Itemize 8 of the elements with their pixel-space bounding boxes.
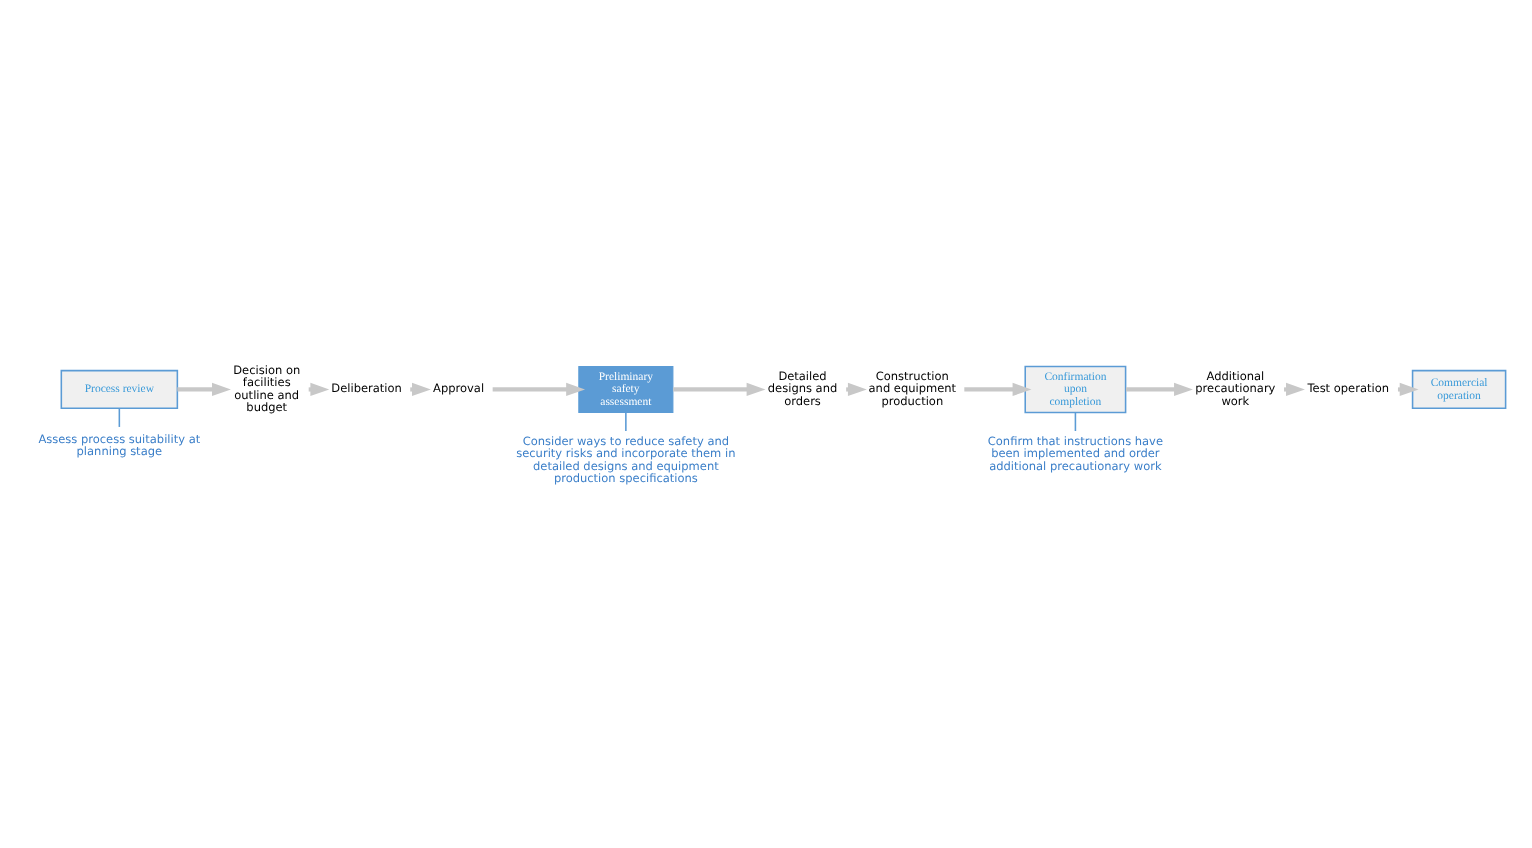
arrow [963,381,1031,396]
arrow [672,381,765,396]
connector [117,406,120,427]
arrow [176,381,230,396]
connector [624,410,626,431]
arrow [491,381,585,396]
connector [1073,410,1076,431]
arrow [1124,381,1192,396]
